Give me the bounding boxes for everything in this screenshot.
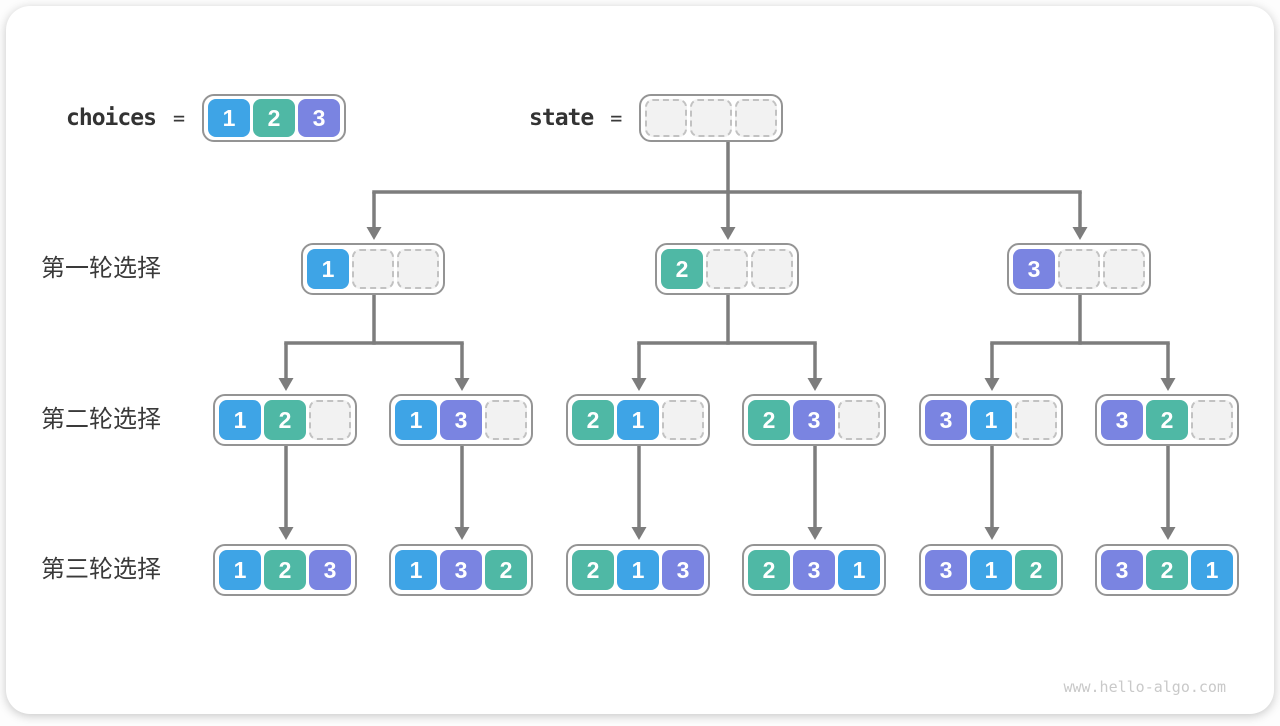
empty-slot-cell [690,99,733,137]
value-cell-2: 2 [572,550,614,590]
value-cell-2: 2 [485,550,527,590]
state-label: state [529,105,594,131]
value-cell-3: 3 [925,550,967,590]
arrowhead-icon [807,527,823,540]
choices-label: choices [66,105,157,131]
value-cell-3: 3 [1013,249,1055,289]
value-cell-1: 1 [617,550,659,590]
arrowhead-icon [984,378,1000,391]
value-cell-1: 1 [395,400,437,440]
arrowhead-icon [278,527,294,540]
value-cell-3: 3 [309,550,351,590]
value-cell-1: 1 [307,249,349,289]
arrowhead-icon [366,227,382,240]
arrowhead-icon [454,378,470,391]
value-cell-2: 2 [572,400,614,440]
empty-slot-cell [1015,400,1057,440]
empty-slot-cell [838,400,880,440]
round-label-1: 第一轮选择 [41,255,161,282]
value-cell-1: 1 [1191,550,1233,590]
empty-slot-cell [751,249,793,289]
value-cell-3: 3 [1101,400,1143,440]
value-cell-2: 2 [748,550,790,590]
arrowhead-icon [278,378,294,391]
state-array-box [639,94,784,142]
arrowhead-icon [720,227,736,240]
value-cell-1: 1 [838,550,880,590]
arrowhead-icon [1160,527,1176,540]
value-cell-3: 3 [1101,550,1143,590]
arrowhead-icon [1072,227,1088,240]
arrowhead-icon [984,527,1000,540]
value-cell-2: 2 [264,400,306,440]
value-cell-1: 1 [207,99,250,137]
empty-slot-cell [352,249,394,289]
value-cell-3: 3 [925,400,967,440]
state-box-r1-1: 1 [301,243,445,295]
state-box-r1-3: 3 [1007,243,1151,295]
value-cell-2: 2 [264,550,306,590]
value-cell-3: 3 [440,550,482,590]
value-cell-1: 1 [970,400,1012,440]
value-cell-1: 1 [617,400,659,440]
round-label-2: 第二轮选择 [41,406,161,433]
empty-slot-cell [645,99,688,137]
value-cell-2: 2 [748,400,790,440]
equals-sign: = [172,106,185,130]
empty-slot-cell [309,400,351,440]
arrowhead-icon [807,378,823,391]
value-cell-2: 2 [1146,400,1188,440]
empty-slot-cell [1058,249,1100,289]
value-cell-1: 1 [970,550,1012,590]
empty-slot-cell [397,249,439,289]
value-cell-3: 3 [793,550,835,590]
state-group: state = [529,94,784,142]
value-cell-3: 3 [297,99,340,137]
round-label-3: 第三轮选择 [41,556,161,583]
state-box-r1-2: 2 [655,243,799,295]
value-cell-1: 1 [219,400,261,440]
watermark: www.hello-algo.com [1063,678,1226,696]
value-cell-2: 2 [661,249,703,289]
equals-sign: = [610,106,623,130]
empty-slot-cell [735,99,778,137]
empty-slot-cell [662,400,704,440]
value-cell-2: 2 [252,99,295,137]
value-cell-3: 3 [793,400,835,440]
arrowhead-icon [631,527,647,540]
empty-slot-cell [1103,249,1145,289]
arrowhead-icon [454,527,470,540]
empty-slot-cell [706,249,748,289]
empty-slot-cell [1191,400,1233,440]
value-cell-1: 1 [219,550,261,590]
value-cell-1: 1 [395,550,437,590]
arrowhead-icon [631,378,647,391]
value-cell-2: 2 [1146,550,1188,590]
value-cell-3: 3 [662,550,704,590]
value-cell-3: 3 [440,400,482,440]
value-cell-2: 2 [1015,550,1057,590]
arrowhead-icon [1160,378,1176,391]
empty-slot-cell [485,400,527,440]
